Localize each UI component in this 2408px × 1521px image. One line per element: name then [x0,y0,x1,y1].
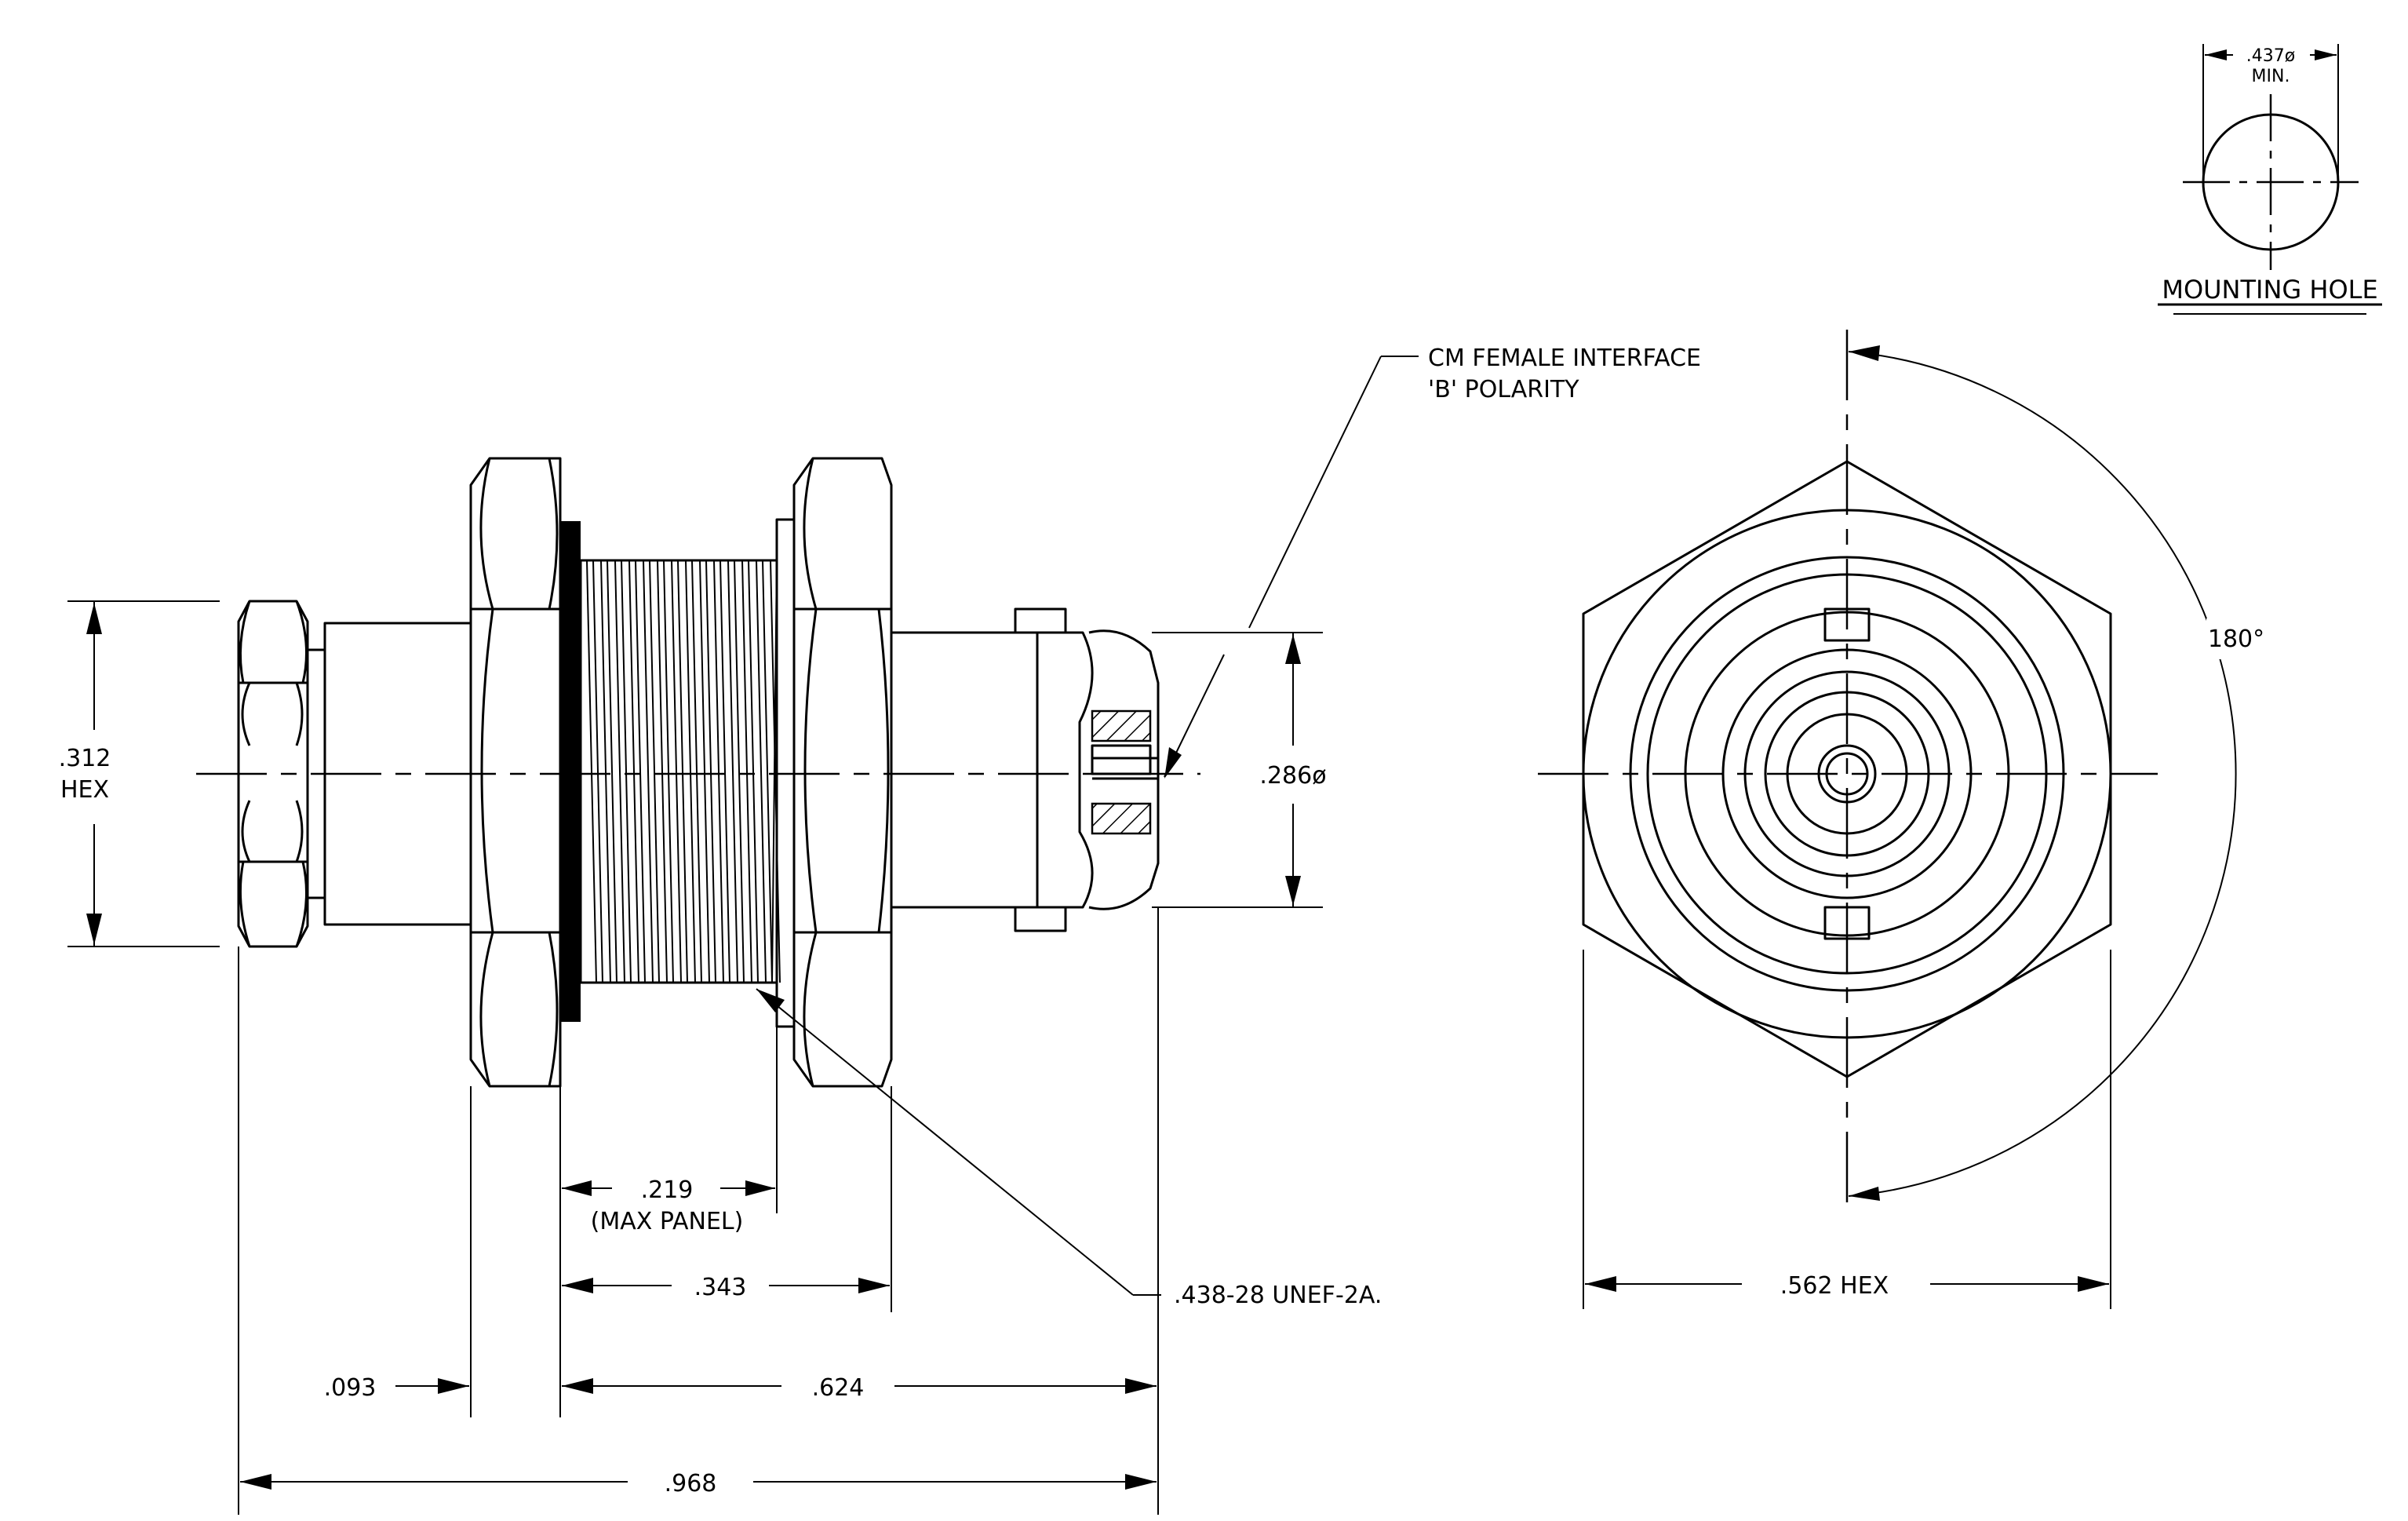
front-view: 180° .562 HEX [1538,330,2264,1309]
dim-219-value: .219 [641,1176,694,1204]
dim-hex-312-value: .312 [59,745,111,772]
mounting-hole-detail [2158,44,2382,315]
dim-343-value: .343 [694,1274,747,1301]
front-hex-outline [1582,460,2112,1078]
dim-093-value: .093 [324,1374,377,1402]
dim-562-hex-value: .562 HEX [1780,1272,1889,1300]
dim-343 [562,1278,890,1293]
dim-093 [395,1378,469,1394]
callout-interface-line1: CM FEMALE INTERFACE [1428,345,1701,372]
callout-interface-line2: 'B' POLARITY [1428,376,1579,403]
dim-219-note: (MAX PANEL) [591,1208,744,1235]
callout-thread-leader [756,988,1161,1296]
dim-624-value: .624 [812,1374,865,1402]
callout-interface-leader [1164,356,1419,779]
dim-rotation-arc [1848,345,2237,1201]
polarity-key-top [1823,607,1871,642]
mounting-hole-label: MOUNTING HOLE [2162,275,2377,305]
lock-washer [560,521,581,1022]
mounting-hole-dim-note: MIN. [2252,67,2290,86]
extension-lines [238,907,1159,1515]
dim-562-hex [1583,950,2111,1309]
dim-rotation-gap [2206,618,2261,659]
mounting-hole-dim-value: .437ø [2246,46,2295,66]
dim-hex-312 [67,600,220,947]
threaded-section [579,559,781,984]
front-concentric-rings [1582,509,2112,1039]
dim-968-value: .968 [665,1470,717,1497]
dim-968 [240,1474,1157,1490]
dim-diameter-286 [1152,632,1323,908]
dim-rotation-value: 180° [2208,626,2264,653]
callout-thread-text: .438-28 UNEF-2A. [1174,1282,1382,1309]
front-body [890,631,1039,909]
interface-tip [1014,607,1160,932]
dim-219 [562,1180,775,1196]
panel-hex-nut-right [792,457,893,1088]
dim-diameter-286-value: .286ø [1259,762,1326,790]
rear-hex-nut [237,600,309,948]
panel-hex-nut-left [469,457,562,1088]
side-view: .312 HEX .286ø CM FEMALE INTERFACE 'B' P… [59,345,1701,1515]
polarity-key-bottom [1823,906,1871,940]
dim-624 [562,1378,1157,1394]
dim-hex-312-suffix: HEX [60,776,109,804]
